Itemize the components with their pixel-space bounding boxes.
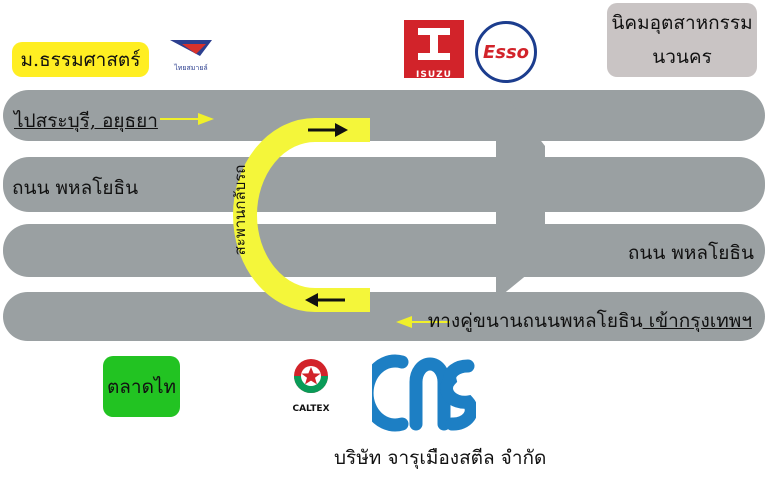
- company-name: บริษัท จารุเมืองสตีล จำกัด: [334, 447, 547, 469]
- caltex-logo: CALTEX: [286, 356, 336, 416]
- frontage-prefix: ทางคู่ขนานถนนพหลโยธิน: [427, 310, 643, 332]
- market-box: ตลาดไท: [103, 356, 180, 417]
- market-label: ตลาดไท: [106, 375, 177, 398]
- road-phahon-main-left: [3, 157, 765, 212]
- bridge-label: สะพานกลับรถ: [231, 164, 249, 256]
- isuzu-text: ISUZU: [416, 70, 452, 80]
- direction-arrow-right: [160, 113, 214, 125]
- university-box: ม.ธรรมศาสตร์: [12, 42, 149, 77]
- direction-arrow-left: [396, 316, 450, 328]
- industrial-estate-line2: นวนคร: [652, 46, 712, 68]
- road-to-saraburi: [3, 90, 765, 141]
- isuzu-logo: ISUZU: [404, 20, 464, 80]
- university-label: ม.ธรรมศาสตร์: [20, 48, 141, 71]
- caltex-star-icon: [294, 359, 328, 393]
- road-frontage: [3, 292, 765, 341]
- road-label-frontage: ทางคู่ขนานถนนพหลโยธิน เข้ากรุงเทพฯ: [428, 306, 752, 336]
- thai-airways-caption: ไทยสมายล์: [174, 64, 208, 72]
- road-label-phahon-right: ถนน พหลโยธิน: [627, 242, 754, 264]
- frontage-suffix: เข้ากรุงเทพฯ: [642, 310, 752, 332]
- esso-logo: Esso: [475, 21, 537, 83]
- bridge-arrow-right: [308, 123, 348, 137]
- road-phahon-main-right: [3, 224, 765, 277]
- esso-text: Esso: [482, 41, 530, 63]
- isuzu-mark-icon: [418, 28, 450, 60]
- company-logo-icon: [372, 354, 476, 432]
- caltex-text: CALTEX: [292, 404, 330, 414]
- bridge-arrow-left: [305, 293, 345, 307]
- industrial-estate-box: นิคมอุตสาหกรรม นวนคร: [607, 3, 757, 77]
- road-label-to-saraburi: ไปสระบุรี, อยุธยา: [14, 110, 158, 132]
- u-turn-bridge: [233, 118, 370, 312]
- thai-airways-logo: ไทยสมายล์: [166, 36, 216, 72]
- industrial-estate-line1: นิคมอุตสาหกรรม: [611, 12, 753, 34]
- road-ramp: [468, 96, 545, 300]
- road-label-phahon-left: ถนน พหลโยธิน: [12, 177, 139, 199]
- airline-bird-icon: [170, 40, 212, 56]
